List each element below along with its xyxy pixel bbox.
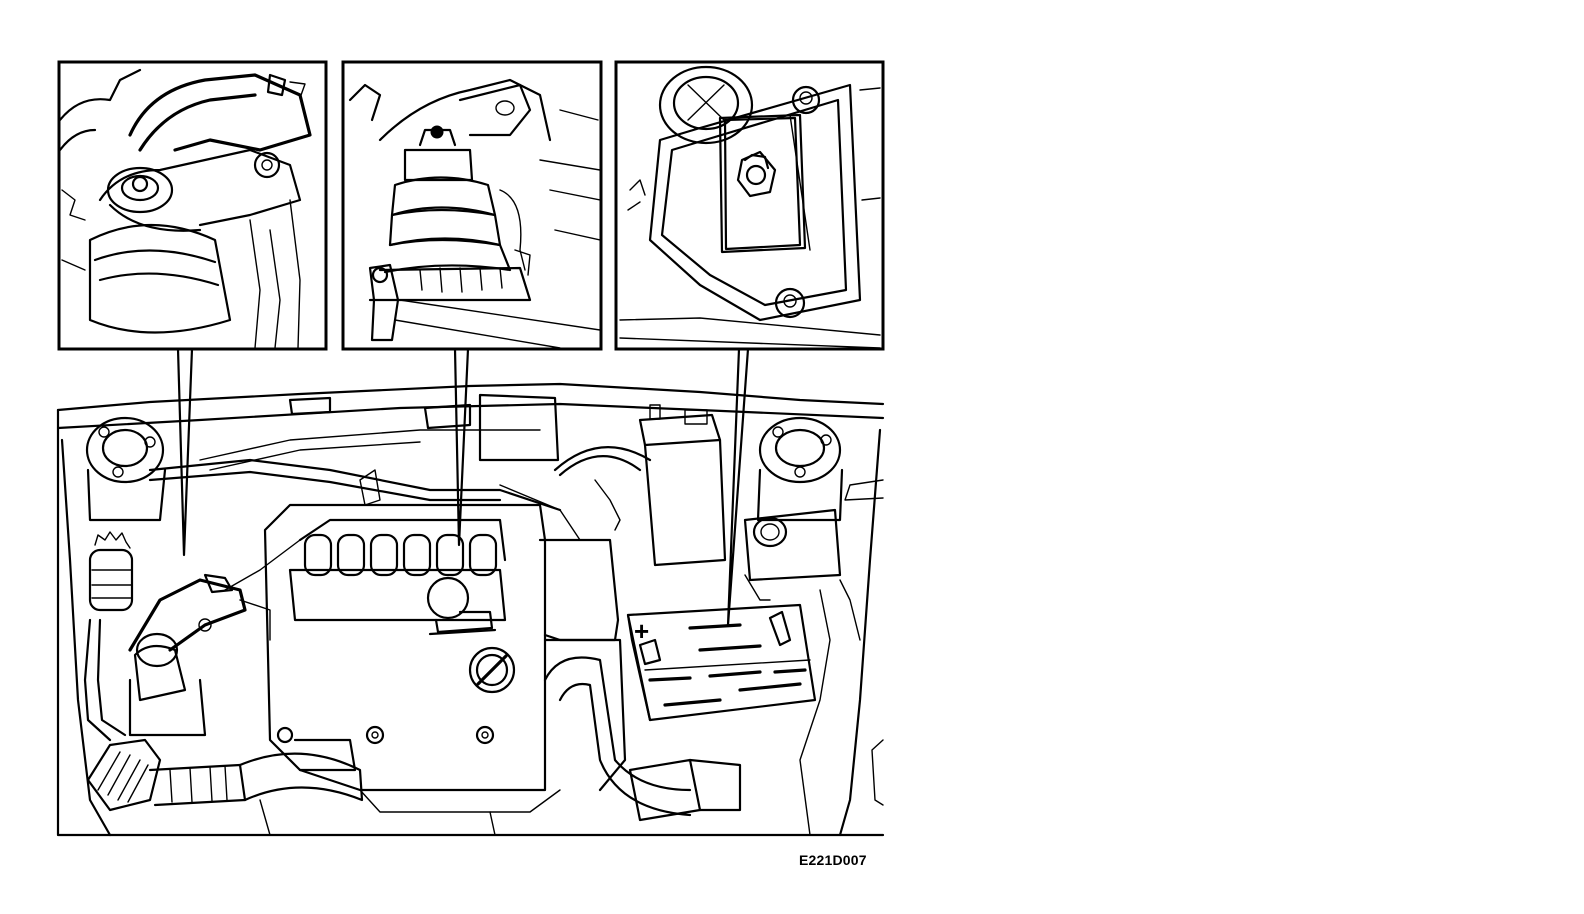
engine-round-plug: [468, 646, 516, 694]
intake-duct: [83, 618, 364, 812]
detail-inset-centre-mount: [341, 60, 603, 547]
radiator-hose: [543, 656, 742, 822]
leader-line-right: [726, 347, 750, 627]
battery-plus-terminal: +: [634, 616, 649, 646]
oil-filler-cap: [426, 576, 497, 636]
reservoir-cap: [743, 508, 842, 582]
intake-runners: [303, 533, 498, 577]
left-engine-mount: [128, 539, 301, 737]
right-strut-tower: [756, 416, 844, 522]
battery: +: [626, 603, 817, 722]
relay-box: [638, 404, 727, 567]
leader-line-left: [176, 347, 194, 557]
engine-block: [263, 503, 547, 792]
engine-bolt: [365, 725, 385, 745]
left-strut-tower: [85, 416, 167, 522]
engine-bolt: [276, 726, 294, 744]
left-reservoir-cap: [88, 531, 134, 612]
figure-code: E221D007: [799, 852, 867, 868]
leader-line-centre: [453, 347, 470, 547]
engine-bay-illustration: +: [56, 382, 885, 837]
timing-cover: [538, 538, 627, 792]
brake-booster: [553, 446, 652, 477]
detail-inset-right-mount: [614, 60, 885, 627]
detail-inset-left-mount: [57, 60, 328, 557]
engine-bolt: [475, 725, 495, 745]
